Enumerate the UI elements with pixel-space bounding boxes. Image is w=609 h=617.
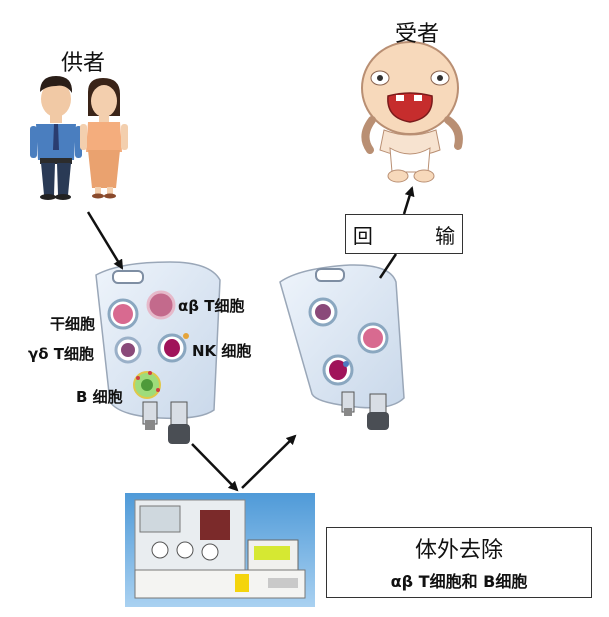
- gd-t-cell-graphic: [114, 336, 142, 364]
- recipient-baby-icon: [361, 41, 463, 183]
- bag-port-right: [367, 393, 389, 430]
- stem-cell-graphic: [308, 297, 338, 327]
- recipient-label: 受者: [395, 22, 440, 47]
- depletion-title: 体外去除: [414, 538, 503, 563]
- arrow-bag-to-infusion: [378, 253, 398, 279]
- arrow-bag-to-machine: [191, 443, 239, 492]
- depletion-box: 体外去除 αβ T细胞和 B细胞: [326, 527, 592, 598]
- stem-cell-label: 干细胞: [50, 315, 96, 333]
- nk-cell-label: NK 细胞: [192, 342, 252, 360]
- bag-port-left: [142, 401, 158, 430]
- donor-label: 供者: [61, 51, 106, 76]
- b-cell-graphic: [133, 371, 161, 399]
- stem-cell-graphic: [357, 322, 389, 354]
- nk-cell-graphic: [322, 354, 354, 386]
- gd-t-cell-label: γδ T细胞: [28, 345, 94, 363]
- infusion-box: 回 输: [345, 214, 463, 254]
- arrow-donor-to-bag: [86, 211, 124, 270]
- processed-cell-bag: [279, 264, 405, 430]
- infusion-label: 回 输: [352, 223, 484, 248]
- b-cell-label: B 细胞: [76, 388, 123, 406]
- ab-t-cell-label: αβ T细胞: [178, 297, 245, 315]
- bag-port-left: [341, 391, 355, 416]
- cell-separation-machine-icon: [125, 493, 315, 607]
- depletion-subtitle: αβ T细胞和 B细胞: [390, 572, 528, 591]
- donor-female-icon: [80, 78, 128, 199]
- stem-cell-graphic: [107, 298, 139, 330]
- nk-cell-graphic: [157, 333, 189, 363]
- arrow-infusion-to-recipient: [402, 186, 415, 215]
- donor-male-icon: [30, 76, 82, 200]
- arrow-machine-to-bag: [241, 434, 297, 489]
- bag-port-right: [168, 401, 190, 444]
- ab-t-cell-graphic: [146, 290, 176, 320]
